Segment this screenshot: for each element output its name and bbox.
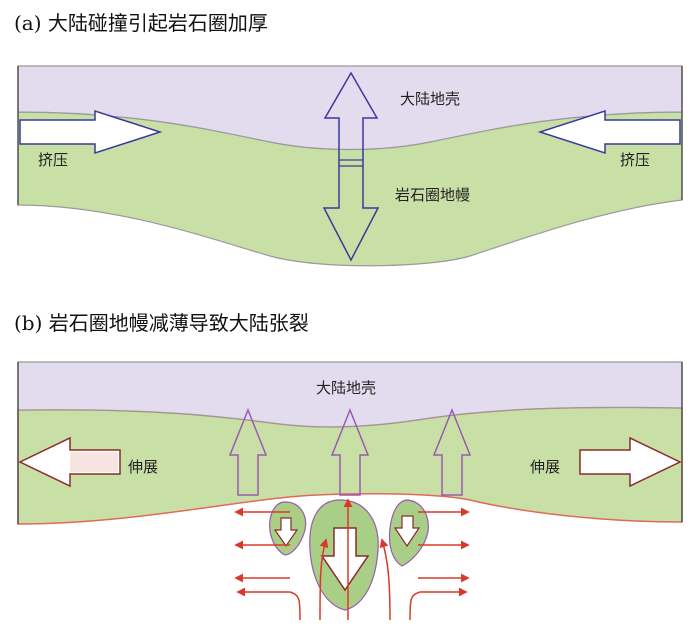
panel-b-crust-label: 大陆地壳 bbox=[316, 379, 376, 397]
sink-arrow-right bbox=[393, 515, 421, 548]
upwelling-arrow-right bbox=[432, 407, 472, 496]
right-extension-label: 伸展 bbox=[530, 458, 560, 476]
vertical-thickening-arrow bbox=[322, 71, 380, 262]
panel-b-crust bbox=[17, 361, 683, 428]
panel-a-diagram: 大陆地壳 岩石圈地幔 挤压 挤压 bbox=[17, 65, 683, 267]
panel-a-title: (a) 大陆碰撞引起岩石圈加厚 bbox=[14, 11, 268, 35]
panel-a-crust-label: 大陆地壳 bbox=[400, 90, 460, 108]
upwelling-arrow-left bbox=[228, 407, 268, 496]
left-extension-label: 伸展 bbox=[128, 458, 158, 476]
right-extension-arrow bbox=[579, 436, 682, 488]
panel-a-mantle-label: 岩石圈地幔 bbox=[395, 186, 470, 204]
right-compression-label: 挤压 bbox=[620, 151, 650, 169]
delamination-blobs bbox=[269, 499, 429, 611]
panel-b-diagram: 大陆地壳 伸展 伸展 bbox=[17, 361, 683, 525]
panel-a-crust bbox=[17, 65, 683, 151]
left-compression-arrow bbox=[19, 109, 163, 155]
panel-b-title: (b) 岩石圈地幔减薄导致大陆张裂 bbox=[14, 311, 309, 335]
right-compression-arrow bbox=[537, 109, 681, 155]
sink-arrow-left bbox=[273, 517, 299, 548]
upwelling-arrow-center bbox=[330, 407, 370, 496]
left-compression-label: 挤压 bbox=[38, 151, 68, 169]
sink-arrow-center bbox=[320, 527, 370, 592]
asthenosphere-flow bbox=[234, 498, 470, 621]
